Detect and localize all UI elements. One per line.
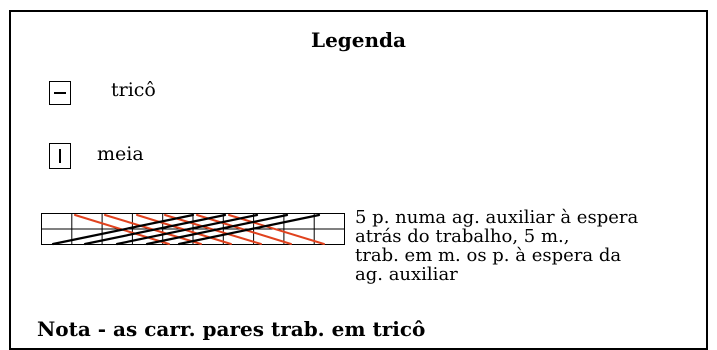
legend-note: Nota - as carr. pares trab. em tricô bbox=[37, 317, 426, 341]
purl-dash-icon bbox=[49, 81, 71, 105]
cable-description-line: ag. auxiliar bbox=[355, 264, 458, 285]
legend-frame bbox=[9, 10, 708, 350]
cable-description: 5 p. numa ag. auxiliar à espera atrás do… bbox=[355, 208, 638, 284]
cable-cross-icon bbox=[41, 213, 345, 246]
cable-description-line: trab. em m. os p. à espera da bbox=[355, 245, 622, 266]
legend-title: Legenda bbox=[311, 28, 406, 52]
cable-black-strands bbox=[51, 213, 321, 246]
purl-label: tricô bbox=[111, 79, 156, 101]
knit-label: meia bbox=[97, 143, 144, 165]
cable-description-line: 5 p. numa ag. auxiliar à espera bbox=[355, 207, 639, 228]
cable-description-line: atrás do trabalho, 5 m., bbox=[355, 226, 570, 247]
knit-bar-icon bbox=[49, 143, 71, 169]
